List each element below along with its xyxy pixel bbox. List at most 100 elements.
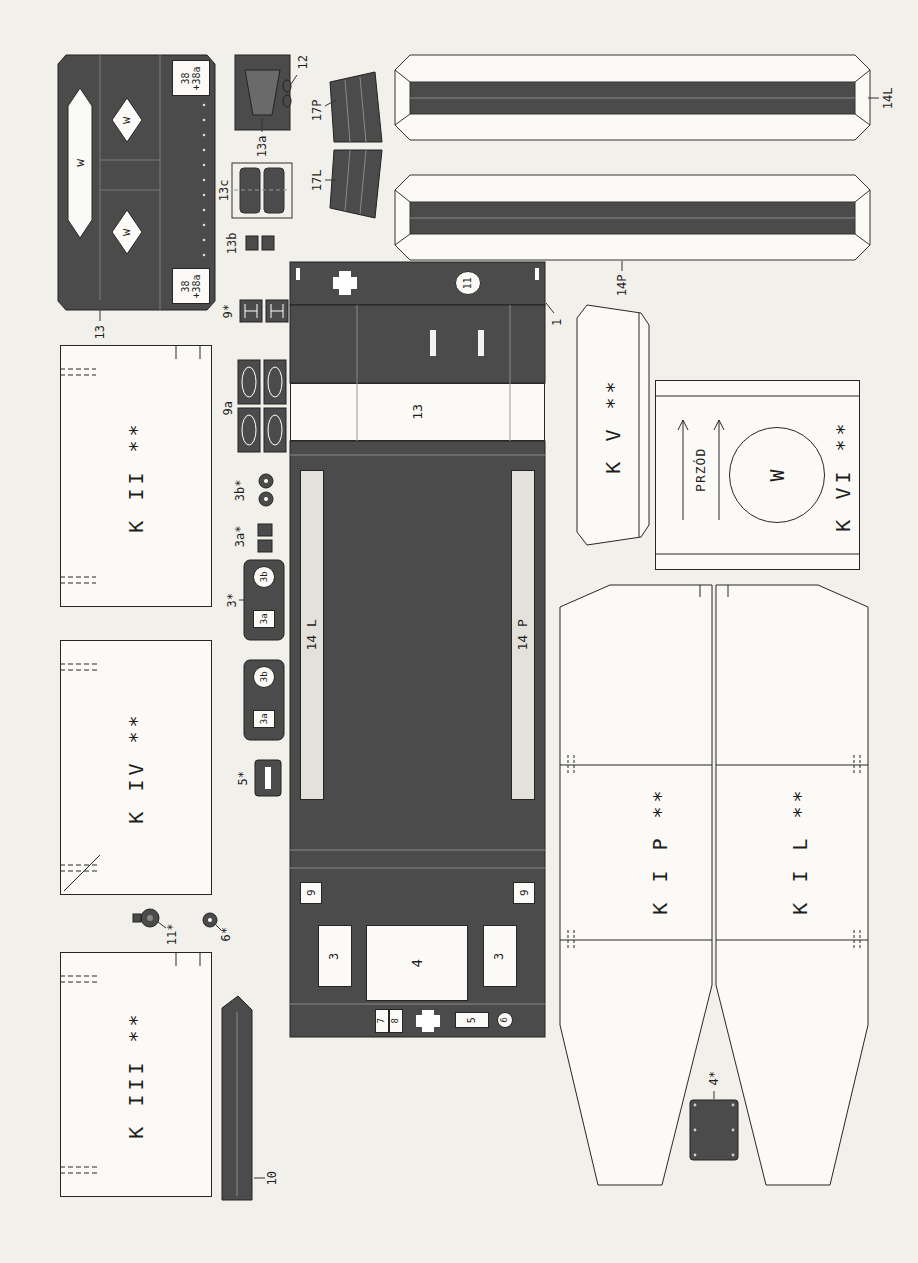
part-3b-star (259, 492, 273, 506)
part-6-star (208, 918, 212, 922)
part-outline (456, 1013, 489, 1028)
part-4-star (732, 1154, 735, 1157)
part-11-star (133, 914, 141, 922)
part-17 (330, 150, 382, 218)
part-label: 7 (377, 1018, 386, 1023)
part-13 (203, 179, 206, 182)
part-outline (367, 926, 468, 1001)
part-14L-strip (410, 98, 855, 99)
glue-area: w (112, 210, 142, 254)
part-9-star (245, 304, 283, 318)
part-3-star (244, 560, 284, 640)
part-4-star (690, 1100, 738, 1160)
callout-number: 13a (256, 135, 269, 157)
part-1-hull-floor (416, 1010, 440, 1032)
part-outline (291, 384, 545, 441)
part-outline (173, 269, 210, 304)
part-9a (264, 360, 286, 404)
part-number-circle: 11 (455, 271, 481, 295)
part-label: 5 (467, 1017, 478, 1023)
leader-line (714, 1091, 715, 1099)
callout-number: 1 (552, 318, 565, 325)
part-label: K III ** (126, 1010, 147, 1138)
part-14L-strip (395, 55, 870, 140)
part-9a (238, 408, 260, 452)
part-12 (283, 95, 291, 107)
turret-ring-circle: W (729, 427, 825, 523)
placement-box: 7 (375, 1009, 389, 1033)
part-9a (238, 360, 286, 452)
part-13c (264, 168, 284, 213)
part-outline (376, 1010, 389, 1033)
part-1-hull-floor (290, 262, 545, 1037)
part-label: w (121, 228, 134, 235)
part-outline (498, 1013, 513, 1028)
callout-number: 17P (311, 99, 324, 121)
part-1-hull-floor (535, 268, 539, 280)
callout-number: 17L (311, 169, 324, 191)
part-label: 6 (500, 1017, 509, 1022)
callout-number: 3a* (234, 525, 247, 547)
part-outline (68, 88, 92, 238)
leader-line (868, 98, 879, 99)
part-9a (242, 367, 256, 397)
part-13a (245, 70, 280, 115)
part-outline (390, 1010, 403, 1033)
part-label: 9 (518, 890, 530, 897)
part-17 (330, 72, 382, 218)
callout-number: 3* (226, 593, 239, 607)
part-number-box: 3a (253, 710, 275, 728)
glue-strip: 14 L (300, 470, 324, 800)
placement-box: 3 (483, 925, 517, 987)
cardboard-panel: K V ** (577, 305, 649, 545)
placement-box: 9 (300, 882, 322, 904)
part-5-star (255, 760, 281, 796)
callout-number: 9a (222, 401, 235, 415)
part-outline (301, 883, 322, 904)
part-1-hull-floor (333, 271, 357, 295)
part-label: 3b (259, 572, 268, 583)
part-3a-star (258, 524, 272, 552)
part-13 (203, 134, 206, 137)
part-number-box: 3a (253, 610, 275, 628)
part-outline (560, 585, 712, 1185)
part-14L-strip (395, 55, 870, 140)
fold-lines (716, 585, 868, 950)
part-3a-star (258, 540, 272, 552)
part-3b-star (259, 474, 273, 488)
part-outline (319, 926, 352, 987)
callout-number: 5* (237, 771, 250, 785)
part-1-hull-floor (290, 262, 545, 305)
part-5-star (255, 760, 281, 796)
part-outline (301, 471, 324, 800)
callout-number: 13b (226, 232, 239, 254)
part-outline (254, 611, 275, 628)
callout-number: 9* (222, 304, 235, 318)
part-3b-star (264, 497, 268, 501)
part-outline (112, 210, 142, 254)
part-3b-star (264, 479, 268, 483)
part-12 (283, 80, 291, 92)
fold-lines (357, 383, 510, 441)
part-13 (58, 55, 215, 310)
fold-lines (639, 313, 640, 537)
part-12 (283, 80, 291, 107)
part-13 (203, 209, 206, 212)
part-13 (203, 149, 206, 152)
part-outline (61, 953, 212, 1197)
callout-number: 3b* (234, 479, 247, 501)
part-14P-strip (410, 218, 855, 219)
callout-number: 4* (708, 1071, 721, 1085)
part-outline (456, 272, 481, 295)
part-label: PRZÓD (694, 448, 708, 492)
part-9a (242, 415, 256, 445)
part-label: 3 (494, 952, 507, 959)
part-outline (512, 471, 535, 800)
part-outline (173, 61, 210, 96)
part-label: 14 P (516, 619, 530, 650)
part-6-star (203, 913, 217, 927)
part-label: W (767, 469, 788, 481)
fold-lines (60, 345, 200, 583)
part-13b (246, 236, 258, 250)
